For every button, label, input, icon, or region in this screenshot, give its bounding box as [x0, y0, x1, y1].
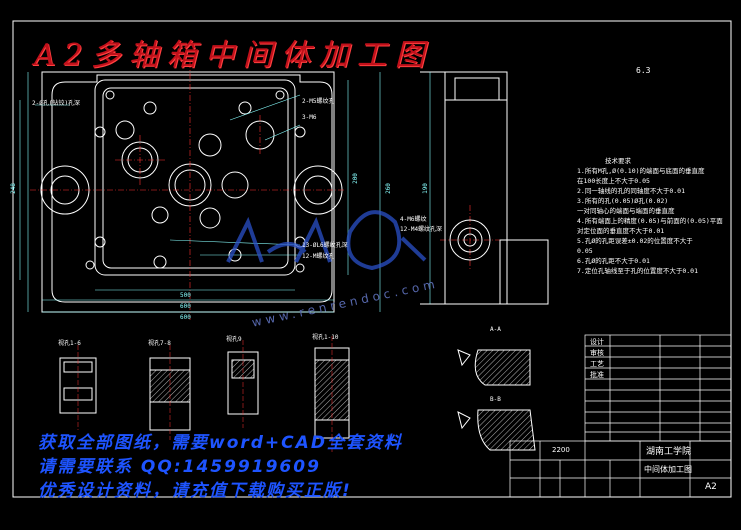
title-block-row: 设计: [590, 338, 604, 346]
title-block-row: 批准: [590, 371, 604, 379]
dimension-7: 190: [421, 183, 429, 194]
tech-line: 3.所有的孔(0.05)Ø孔(0.02): [577, 197, 669, 205]
title-block-row: 工艺: [590, 360, 604, 368]
title-block-row: 审核: [590, 349, 604, 357]
dimension-2: 600: [180, 314, 191, 321]
dimension-6: 260: [384, 183, 392, 194]
tech-requirements: 技术要求 1.所有M孔,Ø(0.10)的端面与底面的垂直度 在100长度上不大于…: [577, 156, 723, 276]
section-label-3: 视孔9: [226, 336, 242, 343]
title-block: [509, 334, 732, 498]
view-label-aa: A-A: [490, 326, 501, 333]
dimension-lines: [19, 72, 381, 313]
roughness-mark: 6.3: [636, 66, 651, 75]
tech-line: 4.所有端面上的精度(0.05)与前面的(0.05)平面: [577, 217, 723, 225]
dimension-3: 500: [180, 292, 191, 299]
dimension-5: 200: [351, 173, 359, 184]
watermark-logo: [226, 210, 427, 271]
tech-line: 在100长度上不大于0.05: [577, 177, 650, 185]
drawing-number: 2200: [552, 446, 570, 454]
tech-line: 对定位面的垂直度不大于0.01: [577, 227, 665, 235]
watermark-line-3: 优秀设计资料，请充值下载购买正版!: [38, 481, 352, 501]
side-view: [420, 71, 549, 305]
leader-label-3: 3-M6: [302, 114, 317, 121]
dimension-1: 600: [180, 303, 191, 310]
view-label-bb: B-B: [490, 396, 501, 403]
tech-line: 一对同轴心的端面与端面的垂直度: [577, 207, 675, 215]
leader-label-1: 2-Ø孔(钻铰)孔深: [32, 100, 81, 107]
watermark-line-2: 请需要联系 QQ:1459919609: [38, 457, 321, 477]
section-label-1: 视孔1-6: [58, 340, 81, 347]
leader-label-2: 2-M5螺纹孔: [302, 98, 335, 105]
leader-label-7: 12-M4螺纹孔深: [400, 226, 443, 233]
leader-label-4: 13-ØL6螺纹孔深: [302, 242, 348, 249]
tech-line: 0.05: [577, 247, 593, 255]
leader-label-5: 12-M螺纹孔: [302, 253, 335, 260]
part-name: 中间体加工图: [644, 465, 692, 474]
drawing-frame: [12, 20, 732, 498]
leader-label-6: 4-M6螺纹: [400, 216, 427, 223]
watermark-line-1: 获取全部图纸，需要word+CAD全套资料: [38, 433, 403, 453]
dimension-4: 248: [9, 183, 17, 194]
sheet-size: A2: [705, 482, 717, 492]
tech-line: 7.定位孔轴线至于孔的位置度不大于0.01: [577, 267, 698, 275]
drawing-title: A2多轴箱中间体加工图: [34, 38, 433, 73]
tech-line: 1.所有M孔,Ø(0.10)的端面与底面的垂直度: [577, 167, 705, 175]
section-label-4: 视孔1-10: [312, 334, 339, 341]
tech-line: 2.同一轴线的孔的同轴度不大于0.01: [577, 187, 685, 195]
section-views: [59, 336, 536, 452]
school-name: 湖南工学院: [646, 447, 692, 457]
section-label-2: 视孔7-8: [148, 340, 171, 347]
main-view: [40, 71, 343, 313]
tech-heading: 技术要求: [605, 157, 631, 165]
tech-line: 5.孔Ø的孔距误差±0.02的位置度不大于: [577, 237, 693, 245]
tech-line: 6.孔Ø的孔距不大于0.01: [577, 257, 650, 265]
